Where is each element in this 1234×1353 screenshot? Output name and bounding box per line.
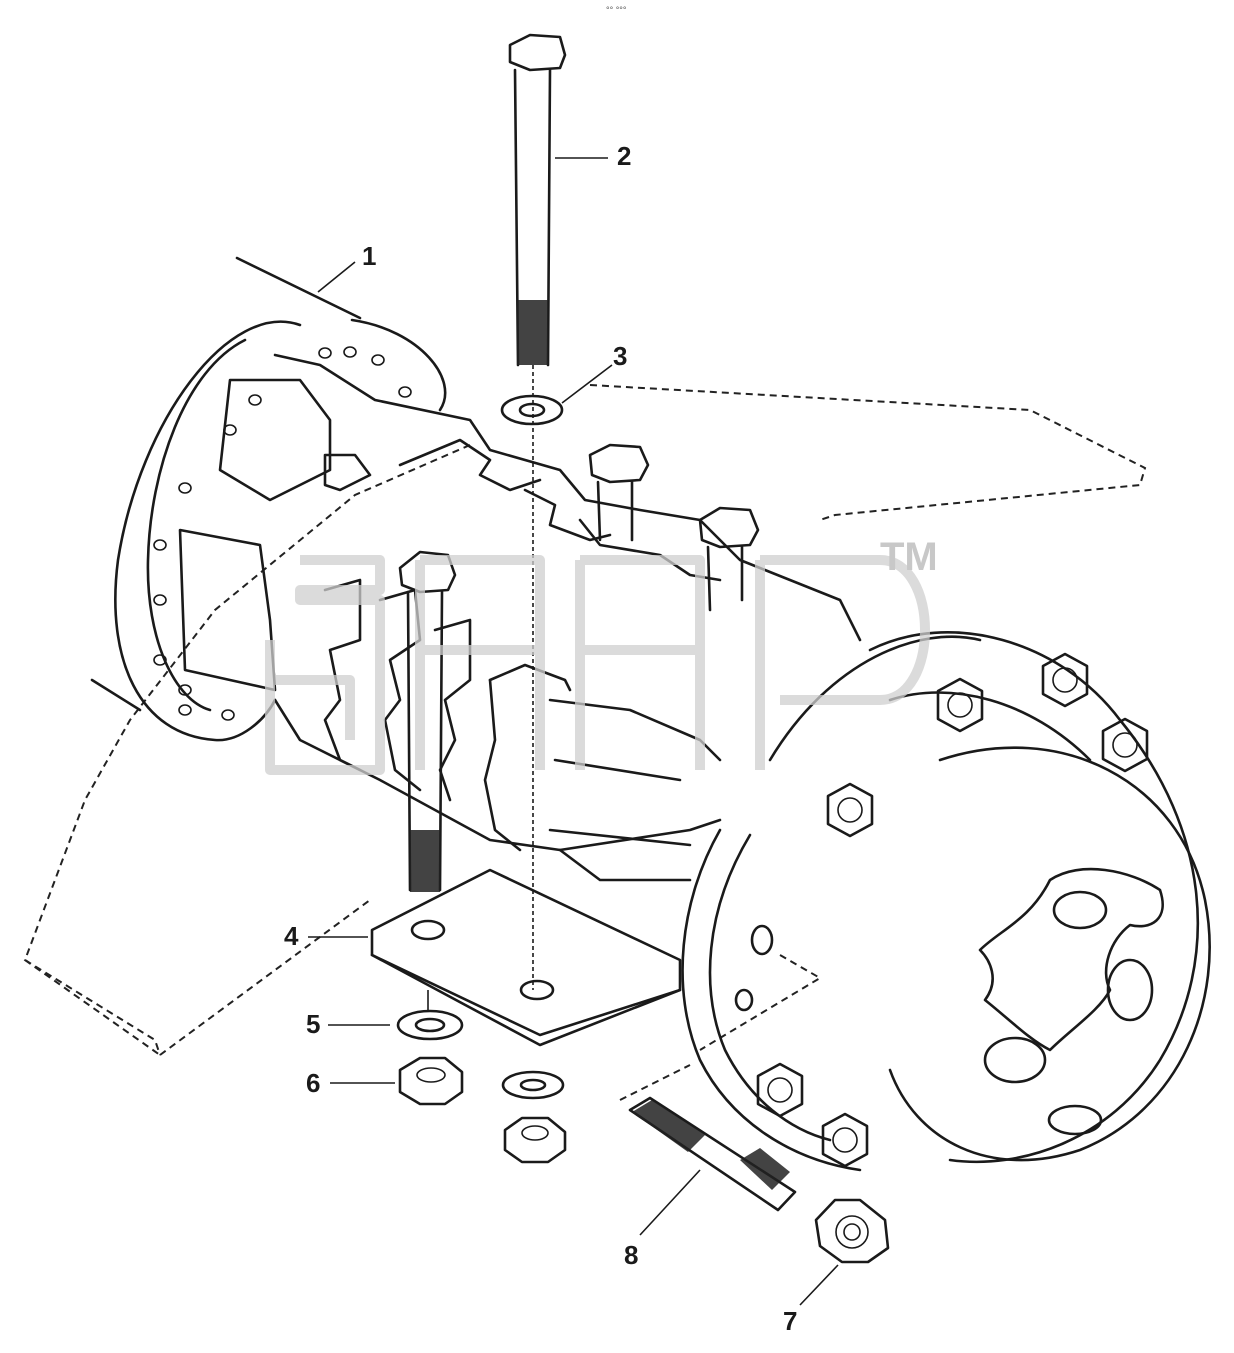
wheel-hub-drum [681, 631, 1211, 1172]
callout-3: 3 [613, 341, 627, 371]
hub-wheel-nuts [756, 652, 1149, 1168]
watermark-trademark: TM [880, 535, 938, 579]
top-mark: °° °°° [606, 5, 627, 15]
leader-lines [308, 157, 839, 1306]
callout-2: 2 [617, 141, 631, 171]
callout-6: 6 [306, 1068, 320, 1098]
callout-1: 1 [362, 241, 376, 271]
u-bolt-left [398, 550, 457, 892]
washer-3 [500, 394, 564, 426]
callout-4: 4 [284, 921, 299, 951]
u-bolt [508, 33, 567, 990]
nut-lower [503, 1116, 567, 1164]
nut-6 [398, 1056, 464, 1106]
washer-lower [501, 1070, 565, 1100]
wheel-nut-7 [814, 1198, 890, 1264]
watermark-logo: TM [265, 535, 938, 775]
axle-housing [90, 256, 862, 882]
callout-8: 8 [624, 1240, 638, 1270]
callout-5: 5 [306, 1009, 320, 1039]
frame-outline-dashed [23, 384, 1147, 1101]
washer-5 [396, 1009, 464, 1041]
wheel-stud-8 [628, 1096, 797, 1212]
mounting-bolts-top [588, 443, 760, 612]
clamp-plate-4 [370, 868, 682, 1047]
callout-7: 7 [783, 1306, 797, 1336]
